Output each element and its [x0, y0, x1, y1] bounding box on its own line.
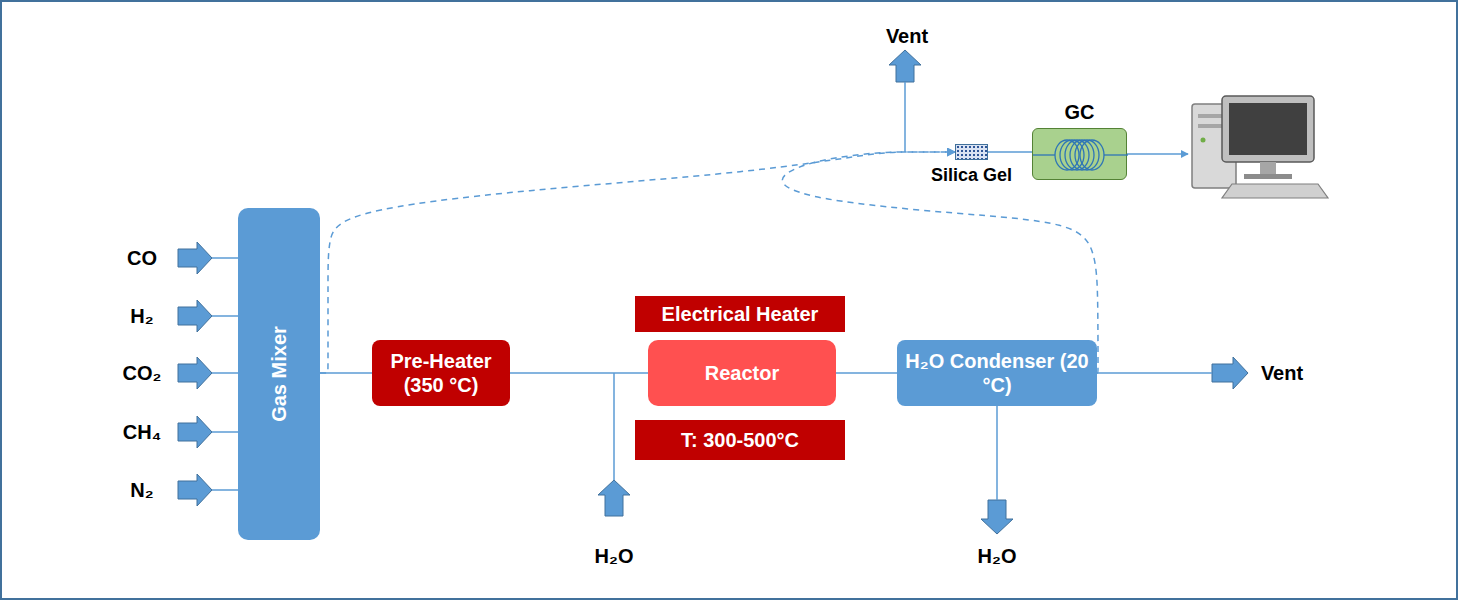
mixer-box: Gas Mixer	[238, 208, 320, 540]
stream-label: H₂	[130, 305, 153, 328]
coil-loop	[1075, 140, 1099, 170]
coil-loop	[1070, 140, 1094, 170]
box-label: Silica Gel	[931, 165, 1012, 187]
coil-lead	[1104, 154, 1128, 155]
computer-icon	[1192, 96, 1328, 198]
gc-box: GC	[1032, 128, 1127, 180]
stream-label: H₂O	[595, 545, 634, 568]
box-label: Gas Mixer	[267, 326, 291, 422]
box-label: H₂O Condenser (20 °C)	[897, 349, 1097, 397]
block-arrow	[598, 480, 630, 516]
feed-line	[212, 431, 238, 433]
feed-line	[212, 489, 238, 491]
feed-lines	[212, 82, 1212, 500]
stream-label: H₂O	[978, 545, 1017, 568]
box-label: Pre-Heater (350 °C)	[372, 349, 510, 397]
box-label: GC	[1065, 100, 1095, 124]
gc-column-coil	[1033, 129, 1128, 181]
block-arrow	[178, 300, 212, 332]
flow-arrows	[178, 50, 1248, 534]
feed-line	[1088, 372, 1212, 374]
condenser-box: H₂O Condenser (20 °C)	[897, 340, 1097, 406]
stream-label: Vent	[886, 25, 928, 48]
stream-label: Vent	[1261, 362, 1303, 385]
monitor-stand	[1260, 162, 1276, 174]
keyboard	[1222, 184, 1328, 198]
block-arrow	[178, 416, 212, 448]
stream-label: CO₂	[123, 362, 162, 385]
block-arrow	[178, 242, 212, 274]
block-arrow	[1212, 357, 1248, 389]
box-label: Electrical Heater	[662, 302, 819, 326]
stream-label: N₂	[130, 479, 153, 502]
stream-label: CO	[127, 247, 157, 270]
heater-label-box: Electrical Heater	[635, 296, 845, 332]
feed-line	[996, 406, 998, 500]
monitor	[1222, 96, 1314, 162]
coil-loop	[1065, 140, 1089, 170]
silica-gel-filter: Silica Gel	[955, 144, 988, 160]
pc-led	[1201, 138, 1206, 143]
box-label: Reactor	[705, 361, 779, 385]
feed-line	[613, 373, 615, 480]
monitor-screen	[1229, 103, 1307, 155]
stream-label: CH₄	[123, 421, 161, 444]
coil-lead	[1033, 154, 1055, 155]
block-arrow	[981, 500, 1013, 534]
signal-line	[1127, 153, 1188, 155]
process-connector	[988, 151, 1032, 153]
process-connector	[836, 372, 897, 374]
feed-line	[904, 82, 906, 152]
monitor-base	[1244, 174, 1292, 179]
block-arrow	[889, 50, 921, 82]
feed-line	[212, 315, 238, 317]
box-label: T: 300-500°C	[681, 428, 799, 452]
block-arrow	[178, 474, 212, 506]
temperature-box: T: 300-500°C	[635, 420, 845, 460]
heater-box: Pre-Heater (350 °C)	[372, 340, 510, 406]
coil-loop	[1080, 140, 1104, 170]
feed-line	[212, 257, 238, 259]
feed-line	[212, 372, 238, 374]
block-arrow	[178, 357, 212, 389]
process-connector	[510, 372, 648, 374]
reactor-box: Reactor	[648, 340, 836, 406]
process-connector	[320, 372, 372, 374]
